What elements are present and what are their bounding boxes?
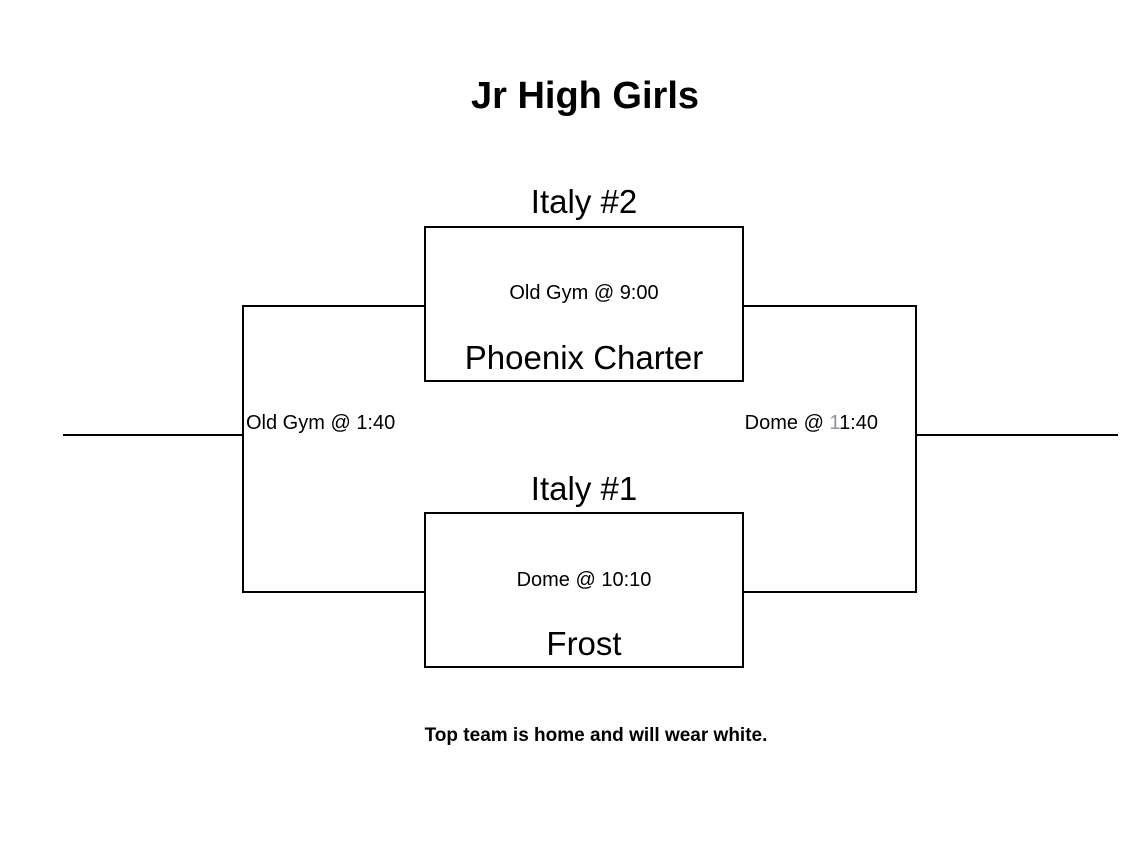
game2-box [424,512,744,668]
right-feeder-label-rest: 1:40 [839,412,878,434]
game1-team-top: Italy #2 [530,183,638,220]
game1-venue-time: Old Gym @ 9:00 [509,282,659,304]
right-connector-bottom-line [744,591,917,593]
left-feeder-line [63,434,244,436]
left-connector-bottom-line [242,591,426,593]
right-bracket-vertical-line [915,305,917,593]
left-feeder-label: Old Gym @ 1:40 [246,412,396,434]
game2-team-top: Italy #1 [530,470,638,507]
right-feeder-line [915,434,1118,436]
game2-venue-time: Dome @ 10:10 [516,569,652,591]
footnote: Top team is home and will wear white. [424,725,768,746]
right-feeder-label: Dome @ 11:40 [578,411,878,435]
page-title: Jr High Girls [470,75,700,117]
game2-team-bottom: Frost [546,625,622,662]
right-feeder-label-prefix: Dome @ [744,412,830,434]
left-connector-top-line [242,305,426,307]
right-connector-top-line [744,305,917,307]
right-feeder-label-faded-digit: 1 [829,412,840,434]
game1-box [424,226,744,382]
left-bracket-vertical-line [242,305,244,593]
game1-team-bottom: Phoenix Charter [464,339,704,376]
